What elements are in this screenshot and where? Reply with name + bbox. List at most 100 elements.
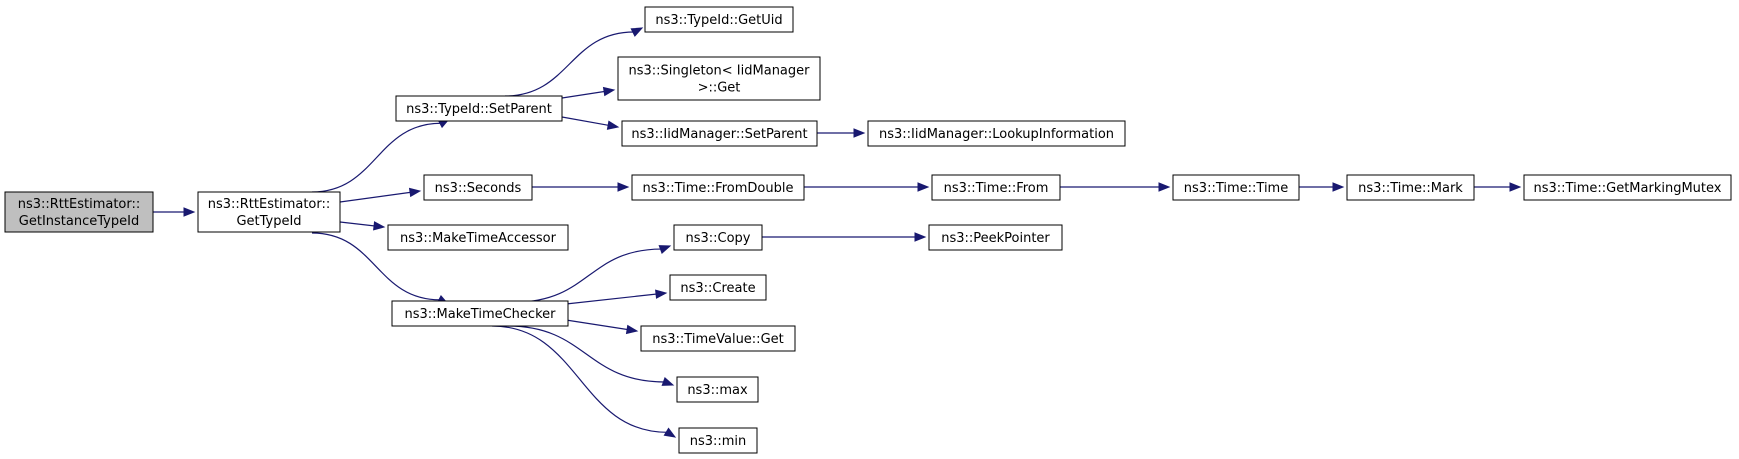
node-label: ns3::Time::From	[944, 181, 1049, 196]
node-timevalue-get[interactable]: ns3::TimeValue::Get	[640, 325, 796, 352]
node-box	[928, 224, 1063, 251]
arrow-head-icon	[914, 232, 927, 242]
node-label: ns3::Copy	[685, 231, 750, 246]
node-box	[678, 427, 758, 454]
node-rttestimator-getinstancetypeid: ns3::RttEstimator::GetInstanceTypeId	[4, 191, 154, 233]
node-max[interactable]: ns3::max	[676, 376, 759, 403]
edge-n5-to-n20	[491, 325, 677, 438]
edge-n2-to-n6	[504, 27, 644, 97]
node-box	[621, 120, 818, 147]
edge-n1-to-n3	[339, 187, 422, 203]
node-label: GetTypeId	[236, 214, 301, 229]
arrow-head-icon	[625, 324, 639, 335]
node-label: ns3::Time::Mark	[1358, 181, 1463, 196]
node-maketimeaccessor[interactable]: ns3::MakeTimeAccessor	[387, 224, 569, 251]
edge-line	[311, 232, 441, 301]
arrow-head-icon	[1158, 182, 1171, 192]
edge-line	[515, 248, 662, 303]
node-seconds[interactable]: ns3::Seconds	[423, 174, 533, 201]
edge-n12-to-n13	[1299, 182, 1345, 192]
node-iidmanager-lookupinformation[interactable]: ns3::IidManager::LookupInformation	[867, 120, 1126, 147]
node-box	[669, 274, 767, 301]
edge-n5-to-n15	[515, 245, 672, 303]
node-label: >::Get	[698, 81, 741, 96]
edge-n5-to-n19	[507, 325, 675, 386]
edge-line	[491, 325, 668, 433]
node-box	[387, 224, 569, 251]
node-time-fromdouble[interactable]: ns3::Time::FromDouble	[631, 174, 805, 201]
node-label: ns3::TypeId::GetUid	[655, 13, 782, 28]
arrow-head-icon	[183, 207, 196, 217]
edge-n11-to-n12	[1060, 182, 1171, 192]
node-box	[1523, 174, 1732, 201]
node-time-getmarkingmutex[interactable]: ns3::Time::GetMarkingMutex	[1523, 174, 1732, 201]
edge-n0-to-n1	[149, 207, 196, 217]
node-box	[631, 174, 805, 201]
node-label: ns3::MakeTimeAccessor	[400, 231, 557, 246]
node-copy[interactable]: ns3::Copy	[673, 224, 763, 251]
node-box	[1172, 174, 1300, 201]
edge-n3-to-n10	[532, 182, 630, 192]
node-rttestimator-gettypeid[interactable]: ns3::RttEstimator::GetTypeId	[197, 191, 341, 233]
node-peekpointer[interactable]: ns3::PeekPointer	[928, 224, 1063, 251]
node-label: ns3::Time::FromDouble	[643, 181, 794, 196]
node-typeid-setparent[interactable]: ns3::TypeId::SetParent	[395, 95, 563, 122]
edge-n13-to-n14	[1474, 182, 1522, 192]
call-edges	[149, 27, 1522, 438]
node-box	[673, 224, 763, 251]
arrow-head-icon	[617, 182, 630, 192]
node-min[interactable]: ns3::min	[678, 427, 758, 454]
node-singleton-iidmanager-get[interactable]: ns3::Singleton< IidManager>::Get	[617, 56, 821, 101]
node-label: ns3::Time::Time	[1184, 181, 1288, 196]
edge-n1-to-n4	[339, 221, 386, 231]
node-maketimechecker[interactable]: ns3::MakeTimeChecker	[391, 300, 569, 327]
node-label: ns3::Create	[680, 281, 755, 296]
arrow-head-icon	[853, 128, 866, 138]
arrow-head-icon	[917, 182, 930, 192]
arrow-head-icon	[373, 221, 386, 231]
arrow-head-icon	[606, 120, 620, 130]
edge-line	[507, 325, 665, 383]
edge-n8-to-n9	[817, 128, 866, 138]
edge-line	[339, 221, 376, 227]
node-label: ns3::RttEstimator::	[18, 197, 141, 212]
node-label: ns3::Time::GetMarkingMutex	[1534, 181, 1722, 196]
node-typeid-getuid[interactable]: ns3::TypeId::GetUid	[644, 6, 794, 33]
node-label: ns3::MakeTimeChecker	[405, 307, 557, 322]
edge-line	[561, 116, 610, 127]
node-time-mark[interactable]: ns3::Time::Mark	[1346, 174, 1475, 201]
arrow-head-icon	[408, 187, 422, 198]
node-time-time[interactable]: ns3::Time::Time	[1172, 174, 1300, 201]
edge-line	[504, 31, 634, 97]
node-box	[1346, 174, 1475, 201]
edge-n5-to-n18	[565, 319, 639, 335]
edge-n2-to-n7	[561, 86, 616, 99]
arrow-head-icon	[655, 289, 668, 299]
edge-line	[565, 293, 658, 305]
node-label: ns3::TypeId::SetParent	[406, 102, 552, 117]
node-create[interactable]: ns3::Create	[669, 274, 767, 301]
node-label: ns3::TimeValue::Get	[652, 332, 784, 347]
edge-line	[561, 90, 606, 99]
arrow-head-icon	[602, 86, 616, 97]
node-label: ns3::PeekPointer	[941, 231, 1050, 246]
node-box	[197, 191, 341, 233]
call-nodes: ns3::RttEstimator::GetInstanceTypeIdns3:…	[4, 6, 1732, 454]
edge-line	[339, 191, 412, 203]
edge-n15-to-n16	[762, 232, 927, 242]
node-label: ns3::Singleton< IidManager	[628, 64, 810, 79]
node-box	[644, 6, 794, 33]
node-time-from[interactable]: ns3::Time::From	[931, 174, 1061, 201]
node-label: ns3::IidManager::SetParent	[631, 127, 807, 142]
node-box	[867, 120, 1126, 147]
edge-n2-to-n8	[561, 116, 620, 130]
arrow-head-icon	[1509, 182, 1522, 192]
edge-n5-to-n17	[565, 289, 668, 305]
node-label: ns3::max	[687, 383, 748, 398]
node-box	[423, 174, 533, 201]
node-box	[4, 191, 154, 233]
node-iidmanager-setparent[interactable]: ns3::IidManager::SetParent	[621, 120, 818, 147]
node-box	[395, 95, 563, 122]
node-box	[391, 300, 569, 327]
